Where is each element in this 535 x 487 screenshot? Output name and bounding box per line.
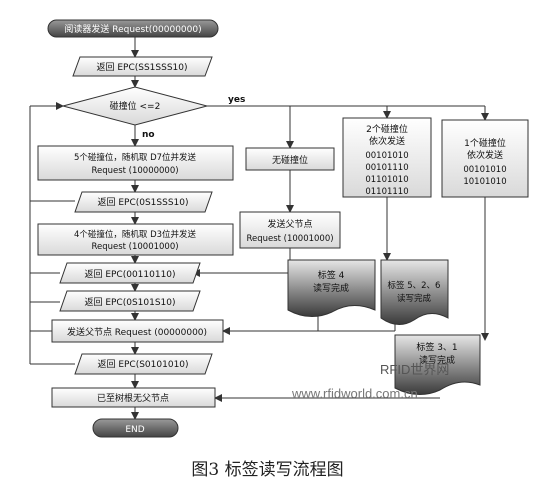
tag4-line2: 读写完成	[313, 282, 349, 294]
connectors	[29, 37, 489, 420]
two-collision-code: 01101010	[365, 175, 408, 185]
watermark-line2: www.rfidworld.com.cn	[291, 386, 418, 401]
one-collision-code: 10101010	[463, 177, 506, 187]
return-box-5	[74, 353, 213, 375]
start-terminator	[47, 19, 219, 38]
return-label-4: 返回 EPC(0S101S10)	[84, 296, 175, 308]
tag526-line1: 标签 5、2、6	[388, 280, 441, 291]
return-label-3: 返回 EPC(00110110)	[84, 268, 175, 280]
tag31-line1: 标签 3、1	[416, 341, 457, 353]
return-box-1	[72, 56, 213, 77]
step-d3-line2: Request (10001000)	[91, 242, 178, 252]
step-d7-line2: Request (10000000)	[91, 166, 178, 176]
one-collision-code: 00101010	[463, 165, 506, 175]
return-label-2: 返回 EPC(0S1SSS10)	[97, 196, 188, 208]
return-box-3	[59, 262, 201, 284]
step-d3-box	[37, 223, 234, 256]
tree-root-box	[51, 387, 216, 408]
figure-caption: 图3 标签读写流程图	[191, 460, 344, 480]
decision-label: 碰撞位 <=2	[110, 100, 161, 112]
tag4-document	[287, 259, 376, 317]
send-parent-side-line2: Request (10001000)	[246, 234, 333, 244]
return-label-5: 返回 EPC(S0101010)	[97, 358, 188, 370]
two-collision-code: 00101110	[365, 163, 408, 173]
step-d7-line1: 5个碰撞位，随机取 D7位并发送	[74, 152, 197, 163]
tag31-document	[394, 334, 481, 395]
one-collision-box	[441, 119, 529, 198]
return-box-2	[74, 191, 213, 213]
end-terminator	[92, 418, 179, 438]
two-collision-line1: 2个碰撞位	[366, 123, 408, 135]
send-parent-side-box	[239, 211, 341, 249]
tag4-line1: 标签 4	[318, 269, 345, 281]
send-parent-side-line1: 发送父节点	[267, 218, 312, 230]
no-collision-label: 无碰撞位	[272, 154, 308, 166]
start-label: 阅读器发送 Request(00000000)	[64, 23, 201, 35]
return-box-4	[59, 290, 201, 312]
watermark-line1: RFID世界网	[380, 362, 449, 377]
two-collision-line2: 依次发送	[369, 135, 405, 147]
one-collision-line2: 依次发送	[467, 149, 503, 161]
tree-root-label: 已至树根无父节点	[97, 392, 169, 404]
tag31-line2: 读写完成	[419, 354, 455, 366]
send-parent-box	[51, 319, 224, 343]
tag526-document	[380, 259, 449, 325]
send-parent-label: 发送父节点 Request (00000000)	[67, 326, 207, 338]
decision-diamond	[61, 86, 209, 126]
no-collision-box	[245, 147, 335, 171]
two-collision-code: 00101010	[365, 151, 408, 161]
yes-label: yes	[228, 95, 245, 105]
step-d7-box	[37, 145, 234, 181]
two-collision-box	[342, 117, 432, 198]
step-d3-line1: 4个碰撞位，随机取 D3位并发送	[74, 229, 197, 240]
tag526-line2: 读写完成	[397, 293, 432, 304]
one-collision-line1: 1个碰撞位	[464, 137, 506, 149]
no-label: no	[142, 130, 155, 140]
return-label-1: 返回 EPC(SS1SSS10)	[96, 61, 187, 73]
end-label: END	[125, 425, 144, 435]
two-collision-code: 01101110	[365, 187, 408, 197]
